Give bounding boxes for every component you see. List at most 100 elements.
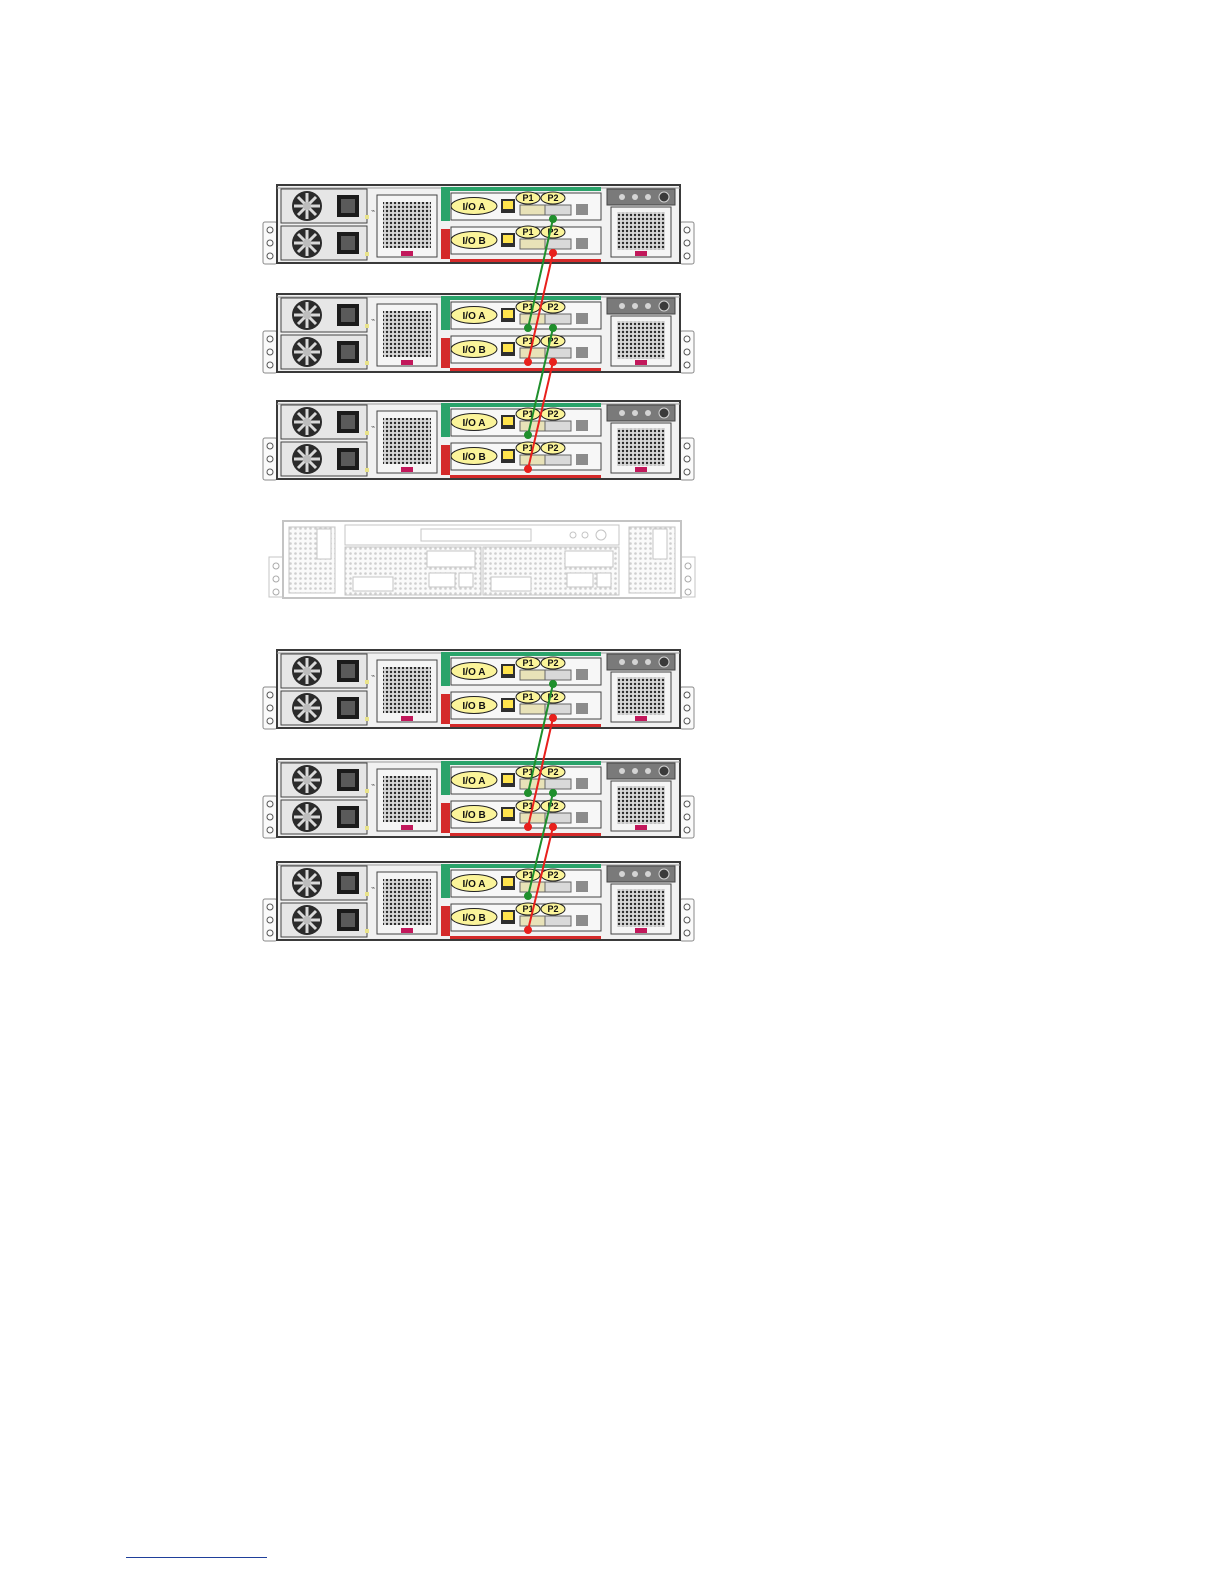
psu-symbol: ⌁	[371, 673, 375, 680]
ac-inlet-pins	[341, 308, 355, 322]
power-supply-2	[281, 800, 369, 834]
fan-grille-right	[617, 321, 665, 359]
io-b-label: I/O B	[462, 236, 485, 247]
rack-screw-icon	[684, 930, 690, 936]
power-supply-2	[281, 442, 369, 476]
rack-screw-icon	[267, 349, 273, 355]
fan-grille-left	[383, 311, 431, 357]
io-module-b: I/O BP1P2	[451, 226, 601, 254]
rack-screw-icon	[684, 443, 690, 449]
power-supply-1	[281, 654, 369, 688]
psu-led-icon	[365, 680, 369, 684]
fan-handle-right	[653, 529, 667, 559]
io-b-label: I/O B	[462, 913, 485, 924]
rack-screw-icon	[684, 904, 690, 910]
controller-latch	[353, 577, 393, 591]
rack-screw-icon	[684, 917, 690, 923]
status-led-icon	[645, 194, 651, 200]
cable-connector-icon	[524, 431, 532, 439]
io-b-side-tag	[441, 803, 450, 833]
cable-connector-icon	[524, 926, 532, 934]
status-indicator-icon	[576, 812, 588, 823]
psu-led-icon	[365, 826, 369, 830]
fan-grille-right	[617, 428, 665, 466]
io-b-band	[450, 259, 601, 262]
rack-screw-icon	[685, 589, 691, 595]
status-indicator-icon	[576, 420, 588, 431]
ac-inlet-pins	[341, 810, 355, 824]
status-indicator-icon	[576, 881, 588, 892]
io-b-side-tag	[441, 338, 450, 368]
status-indicator-icon	[576, 915, 588, 926]
cable-connector-icon	[524, 358, 532, 366]
psu-symbol: ⌁	[371, 885, 375, 892]
io-a-label: I/O A	[463, 667, 486, 678]
rack-screw-icon	[273, 589, 279, 595]
fan-grille-left	[383, 202, 431, 248]
ac-inlet-pins	[341, 345, 355, 359]
rack-screw-icon	[267, 443, 273, 449]
io-a-band	[441, 761, 601, 765]
psu-fan-hub	[303, 239, 311, 247]
management-port-led	[503, 310, 513, 318]
sas-port-p1-housing	[520, 670, 546, 680]
psu-symbol: ⌁	[371, 317, 375, 324]
rack-screw-icon	[273, 563, 279, 569]
sas-port-p2-housing	[545, 916, 571, 926]
cable-connector-icon	[549, 358, 557, 366]
ethernet-port-icon	[459, 573, 473, 587]
status-led-icon	[632, 871, 638, 877]
io-a-band	[441, 187, 601, 191]
power-supply-2	[281, 691, 369, 725]
sas-port-p2-housing	[545, 205, 571, 215]
status-led-icon	[645, 659, 651, 665]
rack-screw-icon	[684, 253, 690, 259]
power-button-icon	[659, 301, 669, 311]
cable-connector-icon	[524, 789, 532, 797]
ethernet-port-icon	[597, 573, 611, 587]
power-supply-2	[281, 335, 369, 369]
io-a-side-tag	[441, 765, 450, 795]
io-b-side-tag	[441, 906, 450, 936]
fan-latch-left	[401, 716, 413, 721]
rack-screw-icon	[684, 240, 690, 246]
management-port-led	[503, 700, 513, 708]
sas-port-p1-housing	[520, 205, 546, 215]
io-b-band	[450, 475, 601, 478]
rack-screw-icon	[267, 336, 273, 342]
fan-latch-left	[401, 251, 413, 256]
io-module-a: I/O AP1P2	[451, 192, 601, 220]
psu-symbol: ⌁	[371, 424, 375, 431]
port-p1-label: P1	[522, 227, 533, 237]
management-port-led	[503, 417, 513, 425]
rack-screw-icon	[267, 692, 273, 698]
psu-led-icon	[365, 717, 369, 721]
rack-screw-icon	[685, 576, 691, 582]
sas-port-p1-housing	[520, 239, 546, 249]
sas-port-p1-housing	[520, 813, 546, 823]
rack-screw-icon	[684, 456, 690, 462]
status-led-icon	[619, 871, 625, 877]
io-a-band	[441, 296, 601, 300]
status-indicator-icon	[576, 313, 588, 324]
sas-port-p2-housing	[545, 670, 571, 680]
io-b-band	[450, 936, 601, 939]
management-port-led	[503, 451, 513, 459]
power-supply-1	[281, 405, 369, 439]
cable-connector-icon	[549, 680, 557, 688]
sas-port-p2-housing	[545, 882, 571, 892]
cable-connector-icon	[524, 324, 532, 332]
status-indicator-icon	[576, 204, 588, 215]
ac-inlet-pins	[341, 701, 355, 715]
psu-led-icon	[365, 929, 369, 933]
io-a-label: I/O A	[463, 418, 486, 429]
sas-port-p2-housing	[545, 314, 571, 324]
rack-screw-icon	[267, 718, 273, 724]
fan-module-right	[629, 527, 675, 593]
psu-fan-hub	[303, 704, 311, 712]
rack-screw-icon	[267, 827, 273, 833]
psu-symbol: ⌁	[371, 782, 375, 789]
io-b-label: I/O B	[462, 345, 485, 356]
psu-led-icon	[365, 215, 369, 219]
rack-screw-icon	[267, 456, 273, 462]
